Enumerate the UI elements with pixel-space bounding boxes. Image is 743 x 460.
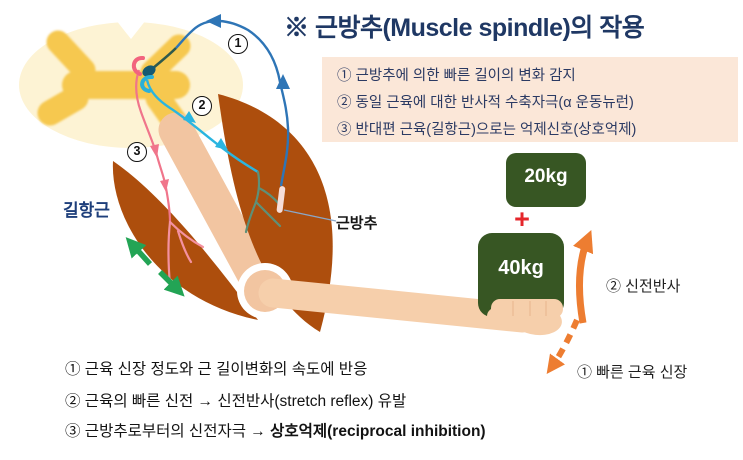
footnote-3-bold: 상호억제(reciprocal inhibition) xyxy=(270,423,486,440)
antagonist-muscle-label: 길항근 xyxy=(63,201,110,220)
lengthening-arrows xyxy=(125,237,185,297)
info-box: ① 근방추에 의한 빠른 길이의 변화 감지 ② 동일 근육에 대한 반사적 수… xyxy=(322,57,738,142)
plus-sign: + xyxy=(514,204,530,234)
humerus-bone xyxy=(158,112,276,299)
weight-40kg-label: 40kg xyxy=(498,257,544,279)
muscle-stretch-arrow xyxy=(546,318,580,375)
info-item-1: ① 근방추에 의한 빠른 길이의 변화 감지 xyxy=(337,68,576,84)
muscle-spindle-capsule xyxy=(276,186,286,213)
footnote-3-text: ③ 근방추로부터의 신전자극 → xyxy=(65,423,271,440)
footnote-1: ① 근육 신장 정도와 근 길이변화의 속도에 반응 xyxy=(65,361,368,378)
synapse xyxy=(131,56,156,93)
page-title: ※ 근방추(Muscle spindle)의 작용 xyxy=(284,14,645,42)
step-marker-1: 1 xyxy=(228,34,248,54)
info-item-2: ② 동일 근육에 대한 반사적 수축자극(α 운동뉴런) xyxy=(337,95,634,111)
step-marker-2: 2 xyxy=(192,96,212,116)
motor-nerve-2 xyxy=(145,79,282,234)
step-marker-3: 3 xyxy=(127,142,147,162)
muscle-spindle-label: 근방추 xyxy=(336,215,378,232)
antagonist-muscle xyxy=(112,161,258,320)
footnote-3: ③ 근방추로부터의 신전자극 → 상호억제(reciprocal inhibit… xyxy=(65,419,486,441)
fast-stretch-annotation: ① 빠른 근육 신장 xyxy=(577,364,688,381)
agonist-muscle xyxy=(218,94,333,332)
footnote-2: ② 근육의 빠른 신전 → 신전반사(stretch reflex) 유발 xyxy=(65,393,407,410)
weight-20kg-label: 20kg xyxy=(524,166,568,187)
stretch-reflex-arrow xyxy=(573,229,594,324)
forearm xyxy=(258,278,537,333)
weight-40kg-block xyxy=(478,233,564,317)
stretch-reflex-annotation: ② 신전반사 xyxy=(606,278,681,295)
info-item-3: ③ 반대편 근육(길항근)으로는 억제신호(상호억제) xyxy=(337,122,637,138)
hand-fingers xyxy=(487,299,563,325)
spinal-cord xyxy=(19,20,243,148)
spindle-pointer-line xyxy=(283,209,337,222)
weight-20kg-block xyxy=(506,153,586,207)
